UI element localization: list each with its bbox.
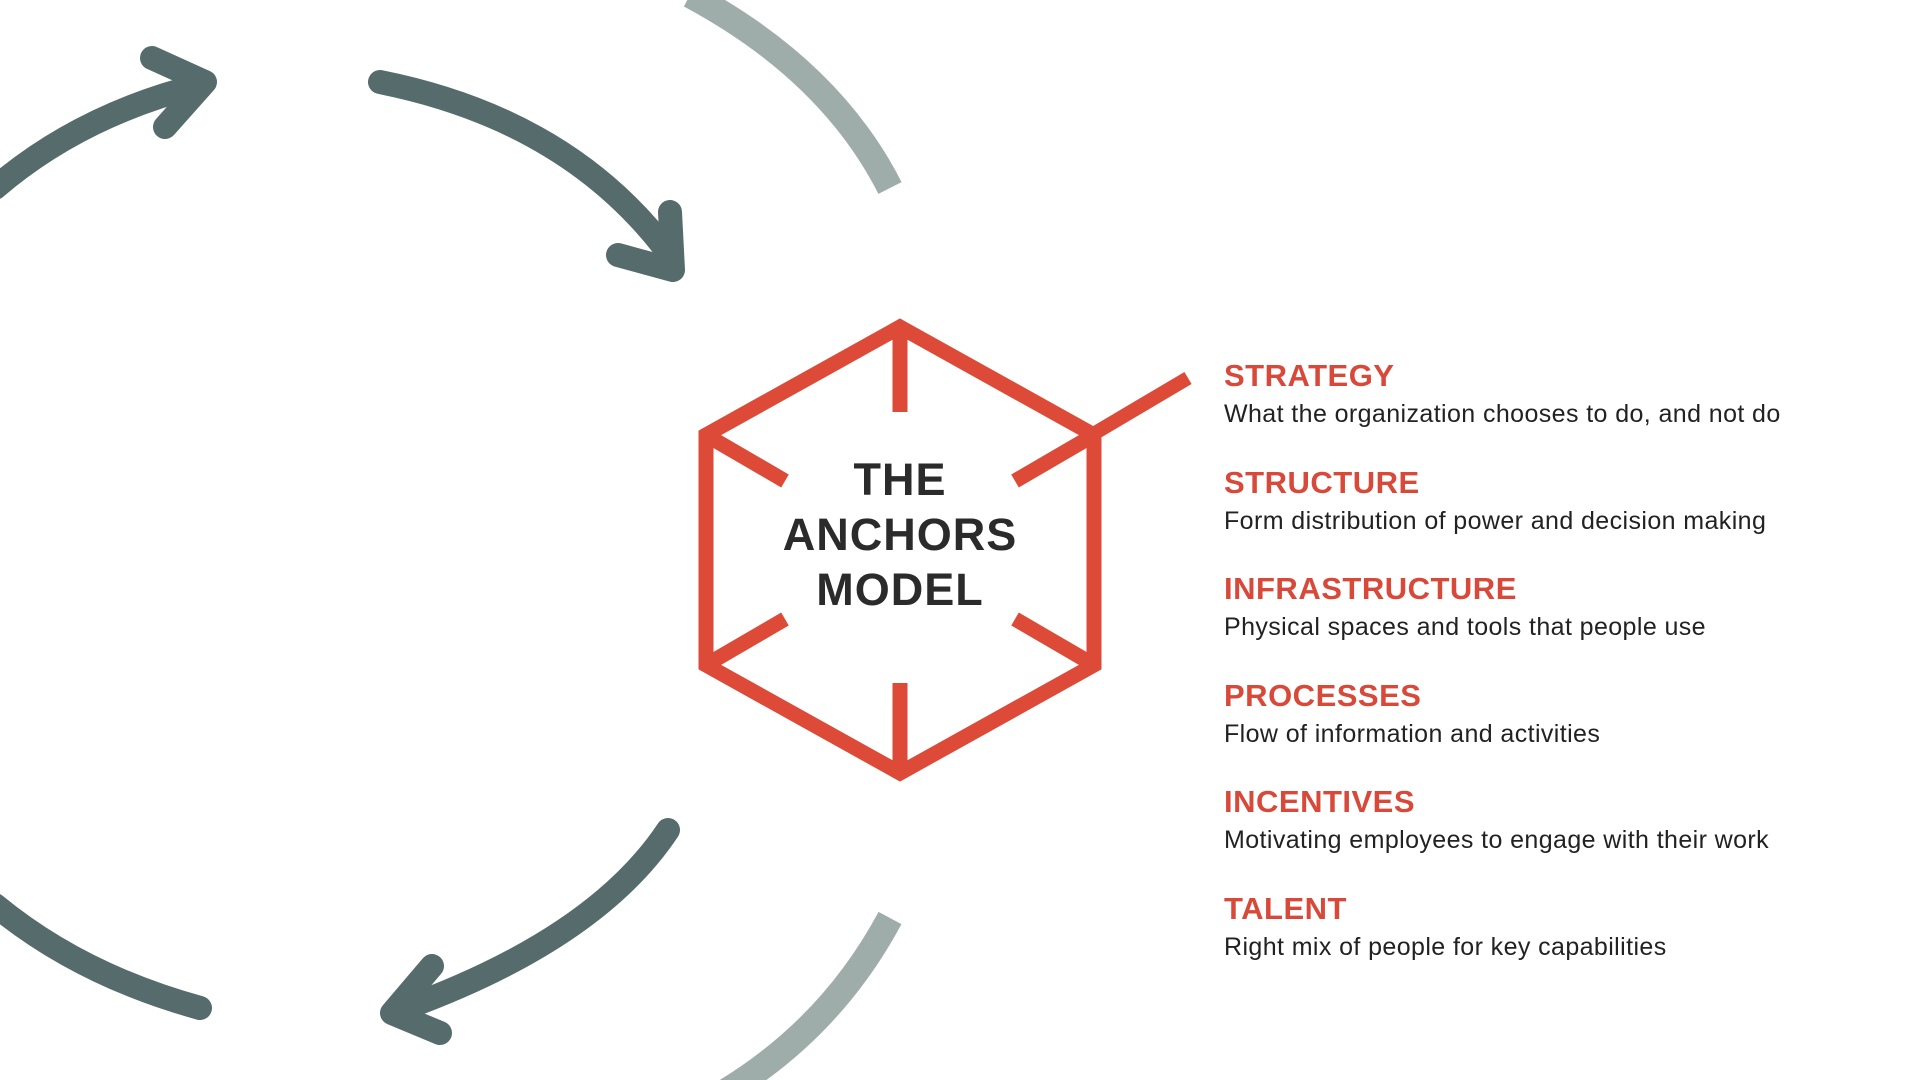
anchor-name: STRATEGY [1224, 358, 1395, 393]
anchor-item-talent: TALENT Right mix of people for key capab… [1224, 890, 1904, 997]
model-title-line-1: THE [853, 454, 947, 505]
cycle-arrow-bottom-left [0, 894, 212, 1020]
connector-line [1086, 371, 1192, 443]
outer-arc-bottom [719, 911, 902, 1080]
cycle-arrow-top-right [368, 70, 685, 282]
anchor-item-infrastructure: INFRASTRUCTURE Physical spaces and tools… [1224, 570, 1904, 677]
model-title-line-2: ANCHORS [782, 509, 1018, 560]
cycle-arrow-bottom-right [380, 818, 680, 1045]
cycle-arrow-top-left [0, 46, 217, 199]
anchor-name: STRUCTURE [1224, 464, 1420, 500]
anchor-item-structure: STRUCTURE Form distribution of power and… [1224, 464, 1904, 571]
anchor-description: Form distribution of power and decision … [1224, 506, 1767, 535]
model-title-line-3: MODEL [816, 564, 984, 615]
outer-arc-top [683, 0, 902, 194]
anchor-description: What the organization chooses to do, and… [1224, 400, 1781, 428]
anchor-description: Right mix of people for key capabilities [1224, 932, 1667, 961]
model-title: THE ANCHORS MODEL [740, 452, 1060, 617]
anchor-item-processes: PROCESSES Flow of information and activi… [1224, 677, 1904, 784]
anchor-name: PROCESSES [1224, 677, 1422, 713]
anchor-item-strategy: STRATEGY What the organization chooses t… [1224, 357, 1904, 464]
anchors-list: STRATEGY What the organization chooses t… [1224, 357, 1904, 996]
anchor-name: INFRASTRUCTURE [1224, 571, 1517, 606]
anchor-name: TALENT [1224, 890, 1347, 926]
anchor-description: Flow of information and activities [1224, 719, 1601, 748]
anchor-item-incentives: INCENTIVES Motivating employees to engag… [1224, 783, 1904, 890]
anchor-description: Physical spaces and tools that people us… [1224, 613, 1706, 641]
anchor-name: INCENTIVES [1224, 784, 1416, 819]
anchor-description: Motivating employees to engage with thei… [1224, 826, 1770, 854]
